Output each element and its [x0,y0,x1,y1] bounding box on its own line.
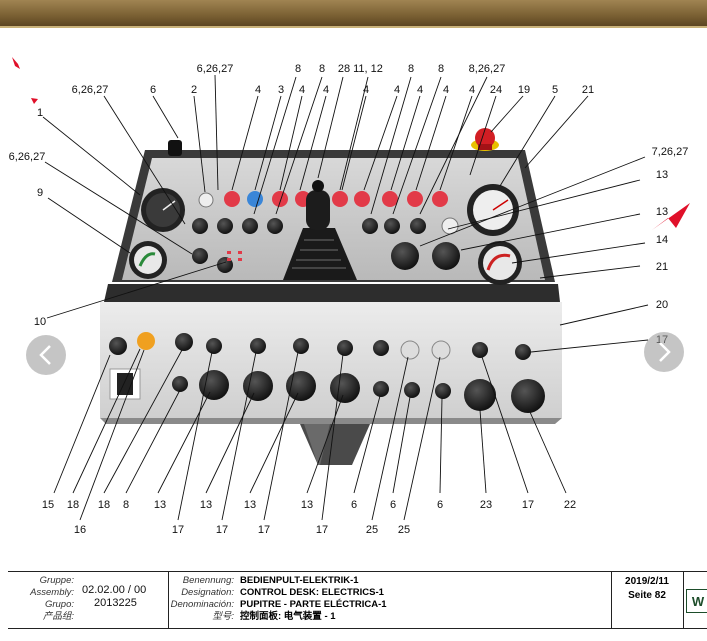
callout-label: 6 [390,499,396,511]
callout-label: 17 [216,524,228,536]
grupo-label: Grupo: [44,599,74,610]
callout-label: 11, 12 [353,63,383,75]
page-number: Seite 82 [628,590,666,601]
denominacion-label: Denominación: [170,599,234,610]
callout-label: 24 [490,84,502,96]
callout-label: 17 [522,499,534,511]
group-label: Gruppe: [39,575,74,586]
callout-label: 18 [98,499,110,511]
callout-label: 13 [200,499,212,511]
title-en: CONTROL DESK: ELECTRICS-1 [240,587,384,598]
callout-label: 18 [67,499,79,511]
callout-label: 17 [172,524,184,536]
leader-lines [42,74,649,521]
callout-label: 8 [123,499,129,511]
callout-label: 25 [398,524,410,536]
assembly-number: 02.02.00 / 00 [82,584,147,596]
upper-rotary-knobs[interactable] [391,242,460,270]
callout-label: 1 [37,107,43,119]
callout-label: 10 [34,316,46,328]
previous-page-button[interactable] [26,335,66,375]
front-panel-controls[interactable] [109,332,545,413]
indicator-buttons-row[interactable] [198,191,459,235]
callout-label: 2 [191,84,197,96]
chevron-right-icon [659,342,671,362]
cn-group-label: 产品组: [42,611,74,622]
cn-model-label: 型号: [212,611,234,622]
control-desk-diagram: 6,26,27 8 8 28 11, 12 8 8 8,26,27 6,26,2… [9,57,690,536]
callout-label: 4 [323,84,329,96]
callout-label: 6 [437,499,443,511]
company-logo: W [686,589,707,613]
callout-label: 20 [656,299,668,311]
callout-label: 9 [37,187,43,199]
date: 2019/2/11 [625,576,669,587]
callout-label: 23 [480,499,492,511]
red-pointer-arrows [12,57,690,230]
callout-label: 13 [656,206,668,218]
next-page-button[interactable] [644,332,684,372]
callout-label: 4 [255,84,261,96]
title-es: PUPITRE - PARTE ELÉCTRICA-1 [240,599,387,610]
callout-label: 21 [656,261,668,273]
led-indicators [227,251,242,261]
title-cn: 控制面板: 电气装置 - 1 [240,611,336,622]
callout-label: 4 [363,84,369,96]
callout-label: 13 [154,499,166,511]
callout-label: 6,26,27 [9,151,46,163]
title-block: Gruppe: Assembly: Grupo: 产品组: 02.02.00 /… [8,571,707,629]
gauges [129,184,522,285]
callout-label: 25 [366,524,378,536]
callout-label: 13 [301,499,313,511]
callout-label: 4 [394,84,400,96]
callout-label: 3 [278,84,284,96]
callout-label: 16 [74,524,86,536]
callout-label: 19 [518,84,530,96]
callout-label: 15 [42,499,54,511]
callout-label: 13 [656,169,668,181]
joystick[interactable] [283,180,357,280]
emergency-stop-button[interactable] [471,128,499,151]
callout-label: 17 [316,524,328,536]
callout-label: 7,26,27 [652,146,689,158]
grupo-number: 2013225 [94,597,137,609]
callout-label: 8 [295,63,301,75]
callout-label: 8,26,27 [469,63,506,75]
callout-label: 21 [582,84,594,96]
assembly-label: Assembly: [30,587,74,598]
callout-label: 17 [258,524,270,536]
callout-label: 4 [443,84,449,96]
designation-label: Designation: [181,587,234,598]
callout-label: 6 [150,84,156,96]
callout-label: 6,26,27 [72,84,109,96]
chevron-left-icon [39,345,51,365]
callout-label: 8 [438,63,444,75]
callout-label: 5 [552,84,558,96]
callout-label: 8 [319,63,325,75]
callout-label: 4 [299,84,305,96]
title-de: BEDIENPULT-ELEKTRIK-1 [240,575,359,586]
callout-label: 8 [408,63,414,75]
callout-label: 6 [351,499,357,511]
upper-switches[interactable] [192,218,426,273]
callout-label: 14 [656,234,668,246]
key-switch-top [168,140,182,156]
callout-label: 4 [469,84,475,96]
header-bar [0,0,707,28]
callout-label: 4 [417,84,423,96]
callout-label: 13 [244,499,256,511]
callout-label: 6,26,27 [197,63,234,75]
benennung-label: Benennung: [182,575,234,586]
callout-label: 22 [564,499,576,511]
callout-label: 28 [338,63,350,75]
